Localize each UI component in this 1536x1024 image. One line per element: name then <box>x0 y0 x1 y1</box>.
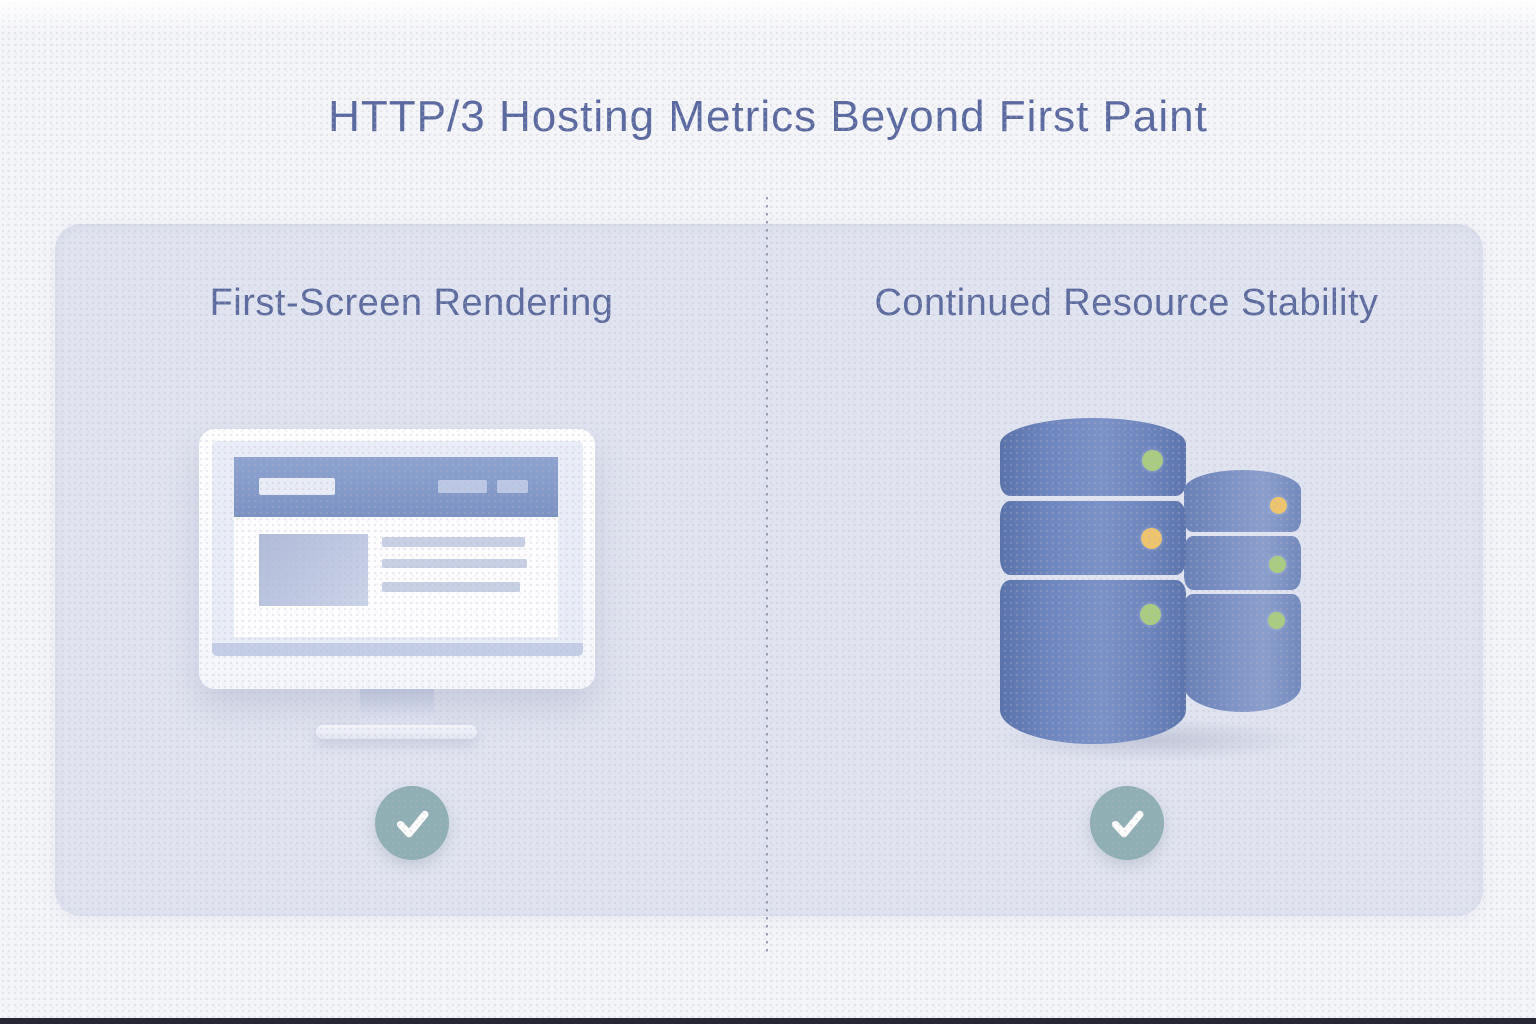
server-led <box>1268 612 1285 629</box>
database-segment <box>1000 580 1186 744</box>
screen-bottom-strip <box>211 643 583 656</box>
monitor-screen <box>211 441 583 656</box>
server-stacks-illustration <box>990 418 1310 762</box>
webpage-text-line <box>381 537 525 547</box>
monitor-frame <box>198 429 595 689</box>
right-column-heading: Continued Resource Stability <box>874 282 1379 324</box>
monitor-stand-neck <box>359 687 434 726</box>
database-stack-back <box>1184 470 1301 712</box>
left-checkmark-icon <box>374 786 449 860</box>
webpage-nav-placeholder <box>437 480 487 493</box>
server-led <box>1142 450 1163 471</box>
dotted-column-divider <box>766 197 768 954</box>
database-segment <box>1184 594 1301 712</box>
checkmark-glyph <box>1111 810 1144 838</box>
comparison-card: First-Screen Rendering <box>55 224 1483 916</box>
left-column-first-screen-rendering: First-Screen Rendering <box>55 224 768 916</box>
checkmark-glyph <box>396 810 429 838</box>
webpage-mockup <box>233 457 558 637</box>
database-segment <box>1184 536 1301 590</box>
bottom-edge-bar <box>0 1018 1536 1024</box>
webpage-image-placeholder <box>258 534 368 606</box>
server-led <box>1140 604 1161 625</box>
webpage-text-line <box>381 559 527 568</box>
webpage-text-line <box>381 582 520 592</box>
webpage-nav-placeholder <box>496 480 528 493</box>
server-led <box>1269 556 1286 573</box>
monitor-illustration <box>198 429 595 739</box>
webpage-content-area <box>233 517 558 637</box>
database-segment <box>1000 418 1186 496</box>
webpage-header-bar <box>233 457 558 517</box>
webpage-logo-placeholder <box>258 478 335 495</box>
server-led <box>1270 497 1287 514</box>
monitor-stand-base <box>316 725 477 739</box>
right-column-continued-resource-stability: Continued Resource Stability <box>770 224 1483 916</box>
database-segment <box>1000 501 1186 575</box>
page-title: HTTP/3 Hosting Metrics Beyond First Pain… <box>328 92 1208 141</box>
right-checkmark-icon <box>1089 786 1164 860</box>
database-segment <box>1184 470 1301 532</box>
database-stack-front <box>1000 418 1186 744</box>
server-led <box>1141 528 1162 549</box>
left-column-heading: First-Screen Rendering <box>209 282 614 324</box>
